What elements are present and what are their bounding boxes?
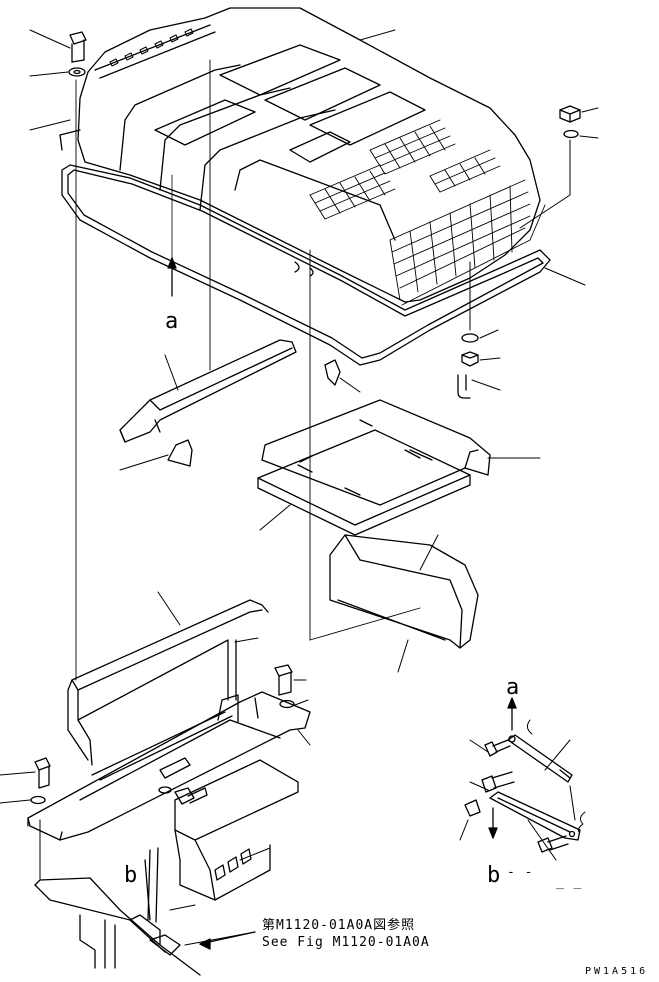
side-pad [119,339,297,443]
bolt-bottom-left [30,757,51,805]
bottom-seat-pad [257,429,471,536]
link-rod-upper [507,734,573,783]
washer-top-left [68,67,86,77]
leader-lines-rod [157,591,259,643]
label-a-right: a [506,675,519,700]
pin-upper [484,739,511,757]
alignment-lines [75,59,421,681]
washer-mid-right [461,333,479,343]
leader-lines-pads [119,354,541,673]
link-rod-lower [489,791,581,841]
nut-mid-right [461,351,479,367]
u-clip [457,374,471,399]
label-b-left: b [124,863,137,888]
arrow-a-right [507,697,517,731]
leader-lines-top-left [29,29,71,131]
lower-structure [34,847,201,976]
reference-arrow [199,931,256,950]
base-frame [27,691,311,841]
rear-pad [329,534,479,649]
label-a-top: a [165,309,178,334]
washer-top-right [563,129,579,139]
reference-english: See Fig M1120-01A0A [262,935,430,950]
bolt-center [158,786,208,805]
leader-lines-top-right [359,29,599,286]
nut-top-right [559,105,581,123]
base-bolt [274,664,295,709]
top-cover [59,7,551,366]
leader-lines-linkage [459,719,586,861]
guard-rod [67,599,269,766]
arrow-b-left [144,859,151,921]
leader-lines-base [0,679,311,946]
bolt-top-left [69,31,87,63]
label-b-right: b [487,863,500,888]
end-cap-small [167,439,193,467]
label-b-right-suffix: - - [507,865,533,880]
pin-lower-left [464,799,481,817]
leader-lines-mid-right [469,261,501,391]
side-bracket [174,759,299,901]
clip-small [324,359,341,386]
arrow-b-right [488,807,498,839]
pin-lower-right [537,835,569,853]
dash-marks: _ _ [556,875,582,890]
arrow-a-top [167,174,177,297]
top-seat-pad [261,399,491,506]
drawing-code: PW1A516 [585,966,648,977]
reference-japanese: 第M1120-01A0A図参照 [262,917,415,933]
